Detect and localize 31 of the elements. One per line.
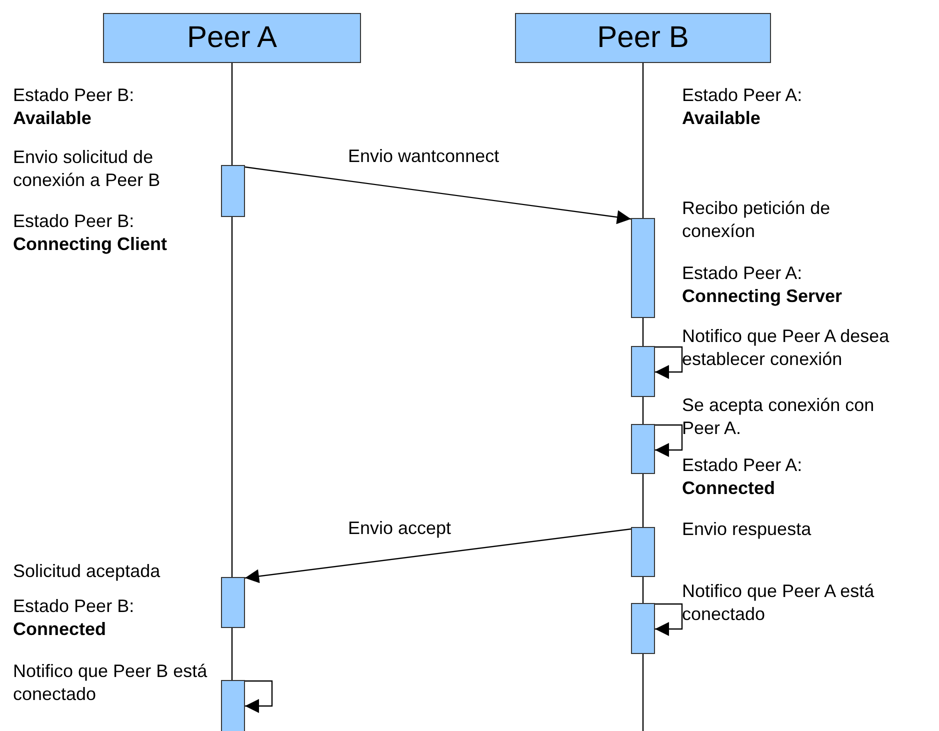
- annotation-text: Notifico que Peer A desea establecer conexión: [682, 325, 890, 372]
- activation-bar: [631, 603, 655, 654]
- annotation-text: Estado Peer A: Connected: [682, 454, 804, 500]
- arrow: [244, 528, 632, 584]
- annotation-text: Estado Peer B: Connecting Client: [13, 210, 168, 256]
- arrow: [655, 346, 683, 379]
- annotation-text: Estado Peer A: Available: [682, 84, 804, 130]
- annotation-text: Recibo petición de conexíon: [682, 197, 832, 244]
- participant-box: Peer A: [103, 13, 361, 63]
- annotation-text: Envio solicitud de conexión a Peer B: [13, 146, 162, 192]
- activation-bar: [631, 424, 655, 474]
- message-label: Envio accept: [348, 518, 452, 540]
- annotation-text: Estado Peer B: Available: [13, 84, 136, 130]
- annotation-text: Envio respuesta: [682, 518, 812, 541]
- annotation-text: Estado Peer A: Connecting Server: [682, 262, 844, 308]
- activation-bar: [221, 577, 245, 628]
- activation-bar: [221, 165, 245, 217]
- annotation-text: Se acepta conexión con Peer A.: [682, 394, 876, 440]
- arrow: [245, 680, 273, 713]
- annotation-text: Solicitud aceptada: [13, 560, 162, 583]
- arrow: [655, 603, 683, 636]
- annotation-text: Notifico que Peer B está conectado: [13, 660, 208, 706]
- activation-bar: [631, 346, 655, 397]
- activation-bar: [631, 218, 655, 318]
- arrow: [244, 166, 632, 224]
- arrow: [655, 424, 683, 457]
- activation-bar: [221, 680, 245, 731]
- annotation-text: Notifico que Peer A está conectado: [682, 580, 876, 626]
- activation-bar: [631, 527, 655, 577]
- annotation-text: Estado Peer B: Connected: [13, 595, 136, 642]
- participant-box: Peer B: [515, 13, 771, 63]
